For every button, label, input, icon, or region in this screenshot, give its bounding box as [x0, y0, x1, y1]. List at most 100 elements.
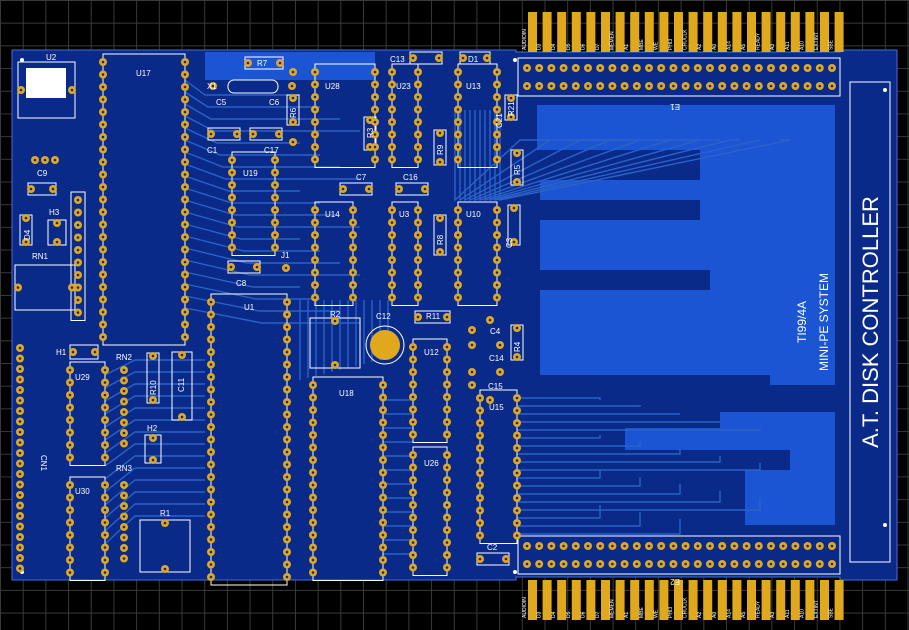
label-u12: U12	[424, 348, 439, 357]
pad-hole	[781, 562, 785, 566]
trace	[184, 283, 320, 300]
pad-hole	[101, 73, 105, 76]
pad-hole	[183, 135, 187, 139]
pad-hole	[745, 544, 748, 548]
pad-hole	[101, 160, 105, 164]
pad-hole	[445, 395, 449, 399]
trace	[469, 110, 660, 202]
pad-hole	[285, 550, 289, 554]
crystal-x1	[227, 79, 279, 94]
pad-hole	[381, 571, 385, 574]
label-e2: E2	[670, 577, 680, 586]
pad-hole	[24, 240, 28, 244]
edge-finger-label-top: WE	[653, 41, 659, 50]
pad-hole	[103, 521, 107, 524]
pad-hole	[708, 544, 712, 548]
ic-u3	[391, 201, 419, 306]
pad-hole	[562, 562, 565, 566]
edge-finger-label-top: D6	[580, 43, 586, 50]
pad-hole	[351, 233, 355, 237]
edge-finger-label-top: EXTINT	[814, 32, 820, 50]
pad-hole	[68, 418, 72, 422]
edge-finger-label-bottom: A2	[697, 612, 703, 618]
pad-hole	[684, 562, 687, 566]
pad-hole	[183, 110, 187, 114]
label-u15: U15	[489, 403, 504, 412]
pad-hole	[381, 396, 385, 399]
pad-hole	[478, 459, 482, 462]
pad-hole	[445, 503, 449, 507]
pad-hole	[76, 311, 80, 314]
pad-hole	[562, 66, 565, 70]
pad-hole	[411, 453, 415, 457]
pad-hole	[285, 388, 289, 391]
pad-hole	[416, 70, 420, 74]
pad-hole	[456, 120, 460, 124]
pad-hole	[351, 258, 355, 262]
pad-hole	[456, 296, 460, 299]
pad-hole	[103, 368, 107, 372]
label-u19: U19	[243, 169, 258, 178]
pad-hole	[390, 283, 394, 287]
pad-hole	[512, 206, 516, 210]
edge-finger-label-top: CRUCLK	[683, 29, 689, 50]
edge-finger-label-bottom: PHI3	[668, 607, 674, 618]
pad-hole	[180, 353, 184, 357]
label-u28: U28	[325, 82, 340, 91]
trace	[184, 151, 340, 168]
pad-hole	[574, 84, 578, 88]
pad-hole	[285, 313, 289, 316]
pad-hole	[684, 66, 687, 70]
edge-finger-top	[703, 12, 713, 52]
pad-hole	[68, 406, 72, 409]
pad-hole	[101, 60, 105, 64]
trace	[184, 259, 360, 276]
trace	[517, 484, 681, 495]
pad-hole	[623, 84, 626, 88]
capacitor-c12-body	[370, 330, 400, 360]
mounting-hole	[20, 58, 24, 62]
pad-hole	[635, 562, 639, 566]
ic-u18	[312, 376, 384, 581]
edge-finger-top	[834, 12, 844, 52]
pad-hole	[550, 544, 553, 548]
mounting-hole	[883, 88, 887, 92]
pad-hole	[285, 463, 289, 466]
trace	[104, 503, 205, 532]
pad-hole	[311, 433, 315, 437]
pad-hole	[381, 546, 385, 549]
pad-hole	[495, 271, 499, 274]
pad-hole	[122, 442, 126, 445]
trace	[184, 115, 360, 132]
pad-hole	[285, 563, 289, 566]
edge-finger-label-bottom: A3	[770, 612, 776, 618]
pad-hole	[273, 233, 277, 237]
edge-finger-label-top: D7	[595, 43, 601, 50]
pad-hole	[390, 108, 394, 111]
edge-finger-label-top: A1	[624, 44, 630, 50]
pad-hole	[456, 108, 460, 111]
pad-hole	[209, 413, 213, 416]
pad-hole	[445, 478, 449, 482]
pad-hole	[285, 375, 289, 379]
pad-hole	[586, 544, 590, 548]
pad-hole	[183, 198, 187, 201]
traces	[104, 79, 791, 555]
pad-hole	[495, 283, 499, 287]
pad-hole	[515, 471, 519, 475]
pad-hole	[445, 566, 449, 569]
pad-hole	[291, 140, 295, 144]
label-h3: H3	[49, 208, 60, 217]
board-subtitle-2: MINI-PE SYSTEM	[817, 273, 831, 371]
pad-hole	[285, 438, 289, 441]
pad-hole	[285, 425, 289, 429]
pad-hole	[781, 544, 785, 548]
trace	[104, 371, 205, 389]
pad-hole	[313, 120, 317, 124]
pad-hole	[183, 273, 187, 276]
pad-hole	[806, 84, 809, 88]
pad-hole	[537, 544, 541, 548]
pad-hole	[495, 158, 499, 161]
pad-hole	[574, 562, 578, 566]
